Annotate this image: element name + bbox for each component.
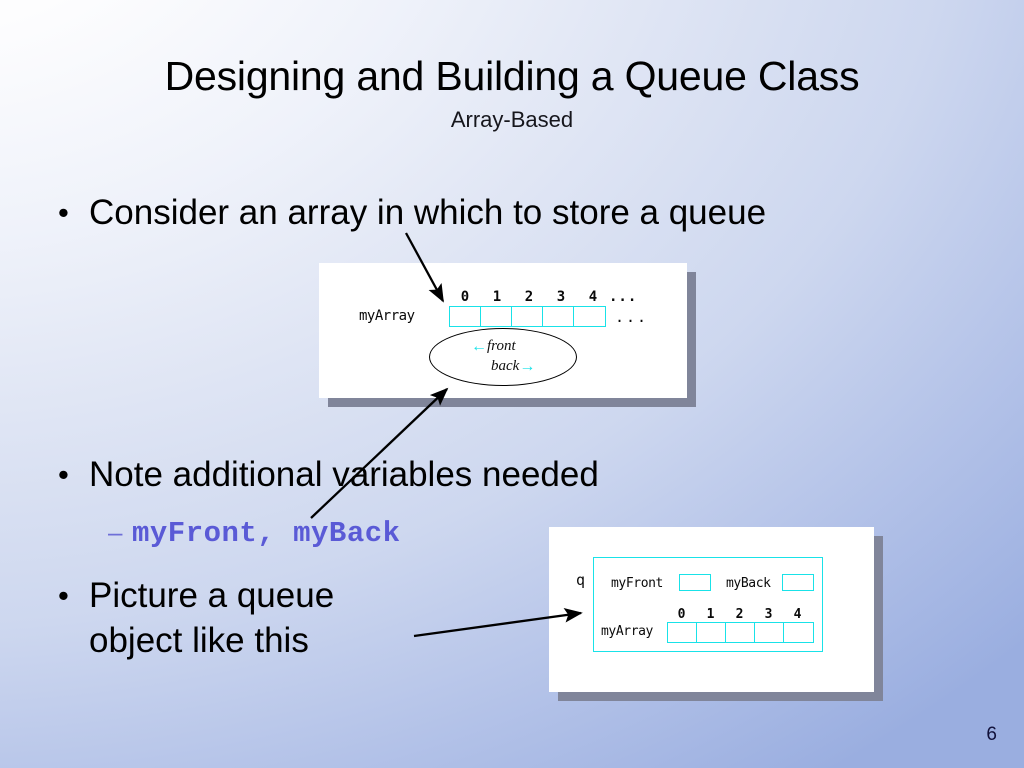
array-index-1: 1 bbox=[492, 289, 502, 305]
bullet-label: Picture a queue object like this bbox=[89, 576, 335, 660]
queue-object-diagram-panel: q myFront myBack myArray 0 1 2 3 4 bbox=[549, 527, 874, 692]
queue-object-boundary-box bbox=[593, 557, 823, 652]
array-cell-row bbox=[449, 306, 606, 327]
myarray-field-label: myArray bbox=[601, 624, 653, 639]
dash-marker-icon: – bbox=[108, 517, 123, 547]
object-array-index-4: 4 bbox=[793, 607, 802, 622]
front-label: front bbox=[487, 338, 516, 354]
queue-object-name-label: q bbox=[576, 571, 586, 589]
back-pointer-row: back → bbox=[491, 358, 535, 375]
array-cell bbox=[543, 307, 574, 326]
object-array-cell bbox=[784, 623, 813, 642]
bullet-marker-icon: • bbox=[58, 457, 69, 492]
array-diagram: myArray 0 1 2 3 4 ... ... ← front bbox=[319, 263, 687, 398]
array-cell bbox=[512, 307, 543, 326]
object-array-index-1: 1 bbox=[706, 607, 715, 622]
object-array-index-2: 2 bbox=[735, 607, 744, 622]
array-diagram-panel: myArray 0 1 2 3 4 ... ... ← front bbox=[319, 263, 687, 398]
object-array-index-3: 3 bbox=[764, 607, 773, 622]
bullet-marker-icon: • bbox=[58, 578, 69, 613]
object-array-cell bbox=[755, 623, 784, 642]
sub-bullet-code-label: myFront, myBack bbox=[132, 517, 401, 550]
array-index-row: 0 1 2 3 4 ... bbox=[449, 289, 639, 306]
bullet-item-consider-array: • Consider an array in which to store a … bbox=[58, 190, 766, 235]
array-cell bbox=[450, 307, 481, 326]
array-index-2: 2 bbox=[524, 289, 534, 305]
object-array-cell bbox=[697, 623, 726, 642]
object-array-cell-row bbox=[667, 622, 814, 643]
array-index-3: 3 bbox=[556, 289, 566, 305]
myfront-field-label: myFront bbox=[611, 576, 663, 591]
myfront-value-box bbox=[679, 574, 711, 591]
bullet-label: Consider an array in which to store a qu… bbox=[89, 193, 767, 232]
array-trailing-ellipsis: ... bbox=[615, 308, 649, 326]
object-array-cell bbox=[668, 623, 697, 642]
bullet-label: Note additional variables needed bbox=[89, 455, 599, 494]
front-pointer-row: ← front bbox=[471, 338, 516, 355]
title-block: Designing and Building a Queue Class Arr… bbox=[0, 52, 1024, 135]
bullet-marker-icon: • bbox=[58, 195, 69, 230]
arrow-left-icon: ← bbox=[471, 337, 487, 355]
bullet-item-note-variables: • Note additional variables needed bbox=[58, 452, 599, 497]
arrow-right-icon: → bbox=[519, 357, 536, 375]
bullet-item-picture-queue: • Picture a queue object like this bbox=[58, 573, 334, 663]
page-subtitle: Array-Based bbox=[450, 107, 574, 132]
array-cell bbox=[574, 307, 605, 326]
object-array-index-0: 0 bbox=[677, 607, 686, 622]
back-label: back bbox=[491, 358, 520, 374]
sub-bullet-item-myfront-myback: – myFront, myBack bbox=[108, 514, 401, 552]
page-number: 6 bbox=[986, 724, 997, 745]
queue-object-diagram: q myFront myBack myArray 0 1 2 3 4 bbox=[549, 527, 874, 692]
object-array-cell bbox=[726, 623, 755, 642]
page-title: Designing and Building a Queue Class bbox=[164, 53, 860, 99]
myarray-label: myArray bbox=[359, 308, 415, 324]
object-array-index-row: 0 1 2 3 4 bbox=[667, 607, 812, 622]
array-index-4: 4 bbox=[588, 289, 598, 305]
array-cell bbox=[481, 307, 512, 326]
array-index-0: 0 bbox=[460, 289, 470, 305]
front-back-ellipse-outline bbox=[429, 328, 577, 386]
myback-field-label: myBack bbox=[726, 576, 771, 591]
myback-value-box bbox=[782, 574, 814, 591]
array-index-ellipsis: ... bbox=[609, 289, 638, 305]
